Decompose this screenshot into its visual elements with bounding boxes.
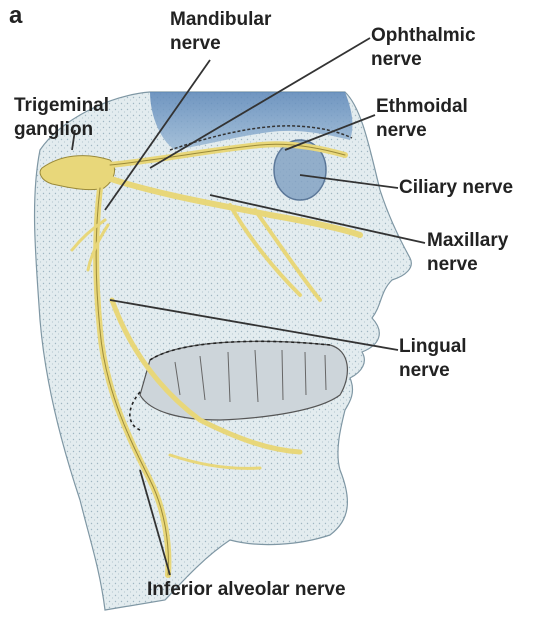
label-trigeminal-line1: Trigeminal (14, 94, 109, 118)
panel-letter: a (9, 2, 22, 30)
label-trigeminal-line2: ganglion (14, 118, 109, 142)
label-maxillary-nerve: Maxillary nerve (427, 229, 508, 277)
label-ophthalmic-line1: Ophthalmic (371, 24, 476, 48)
label-inferior-alveolar-nerve: Inferior alveolar nerve (147, 578, 346, 602)
label-lingual-line2: nerve (399, 359, 467, 383)
label-ciliary-nerve: Ciliary nerve (399, 176, 513, 200)
label-ophthalmic-nerve: Ophthalmic nerve (371, 24, 476, 72)
label-mandibular-line2: nerve (170, 32, 271, 56)
label-lingual-nerve: Lingual nerve (399, 335, 467, 383)
label-ethmoidal-nerve: Ethmoidal nerve (376, 95, 468, 143)
label-ethmoidal-line1: Ethmoidal (376, 95, 468, 119)
label-maxillary-line2: nerve (427, 253, 508, 277)
label-maxillary-line1: Maxillary (427, 229, 508, 253)
label-ethmoidal-line2: nerve (376, 119, 468, 143)
label-lingual-line1: Lingual (399, 335, 467, 359)
label-mandibular-nerve: Mandibular nerve (170, 8, 271, 56)
label-ophthalmic-line2: nerve (371, 48, 476, 72)
label-trigeminal-ganglion: Trigeminal ganglion (14, 94, 109, 142)
label-mandibular-line1: Mandibular (170, 8, 271, 32)
